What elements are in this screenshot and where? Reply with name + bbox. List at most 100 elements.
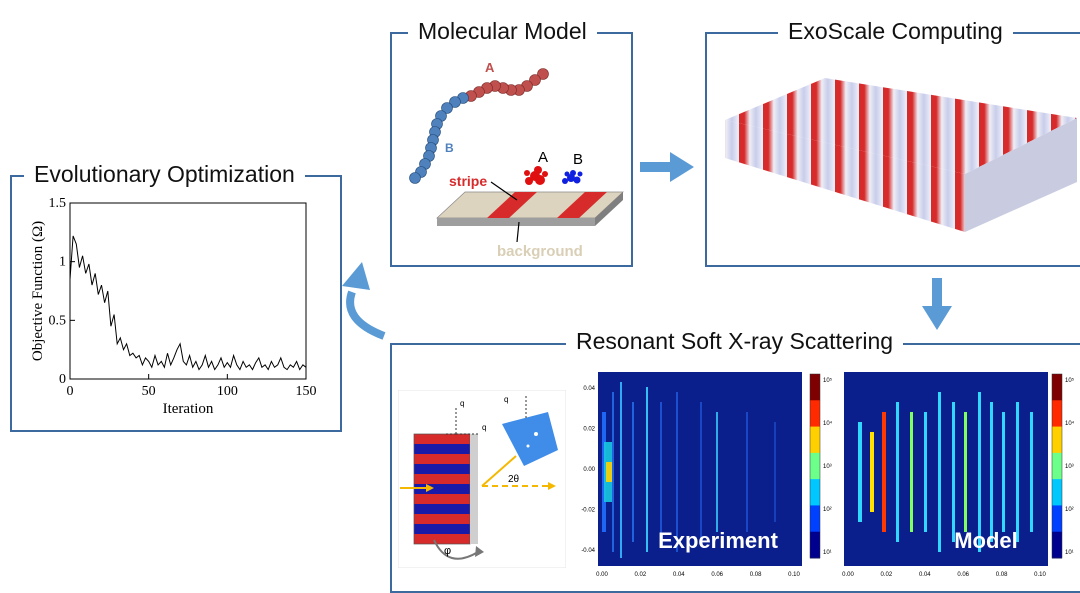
sample-stripe [414, 464, 470, 474]
scattering-geometry: q q φ q 2θ [398, 390, 566, 568]
bead-a-label: A [485, 60, 495, 75]
scattering-peak [676, 392, 678, 552]
chart-xlabel: Iteration [163, 401, 214, 417]
sample-stripe [414, 484, 470, 494]
exoscale-title: ExoScale Computing [778, 16, 1013, 46]
colorbar-segment [1052, 505, 1062, 533]
y-tick-label: 0 [59, 372, 66, 387]
heatmap-x-tick: 0.04 [919, 572, 931, 577]
heatmap-y-tick: -0.02 [581, 508, 595, 514]
scattering-peak [858, 422, 862, 522]
scattering-peak [990, 402, 993, 542]
sample-stripe [414, 444, 470, 454]
bead-a [537, 68, 549, 80]
sample-stripe [414, 474, 470, 484]
heatmap-y-tick: 0.02 [583, 427, 595, 433]
colorbar-tick: 10³ [1065, 464, 1074, 470]
heatmap-x-tick: 0.10 [1034, 572, 1046, 577]
substrate [436, 191, 624, 226]
bead-b [449, 96, 461, 108]
heatmap-x-tick: 0.08 [750, 572, 762, 577]
qz-label: q [504, 395, 508, 404]
heatmap-x-tick: 0.00 [596, 572, 608, 577]
colorbar-segment [1052, 374, 1062, 401]
colorbar-tick: 10⁴ [823, 420, 832, 427]
chart-ylabel: Objective Function (Ω) [30, 221, 46, 361]
scattering-peak [938, 392, 941, 552]
heatmap-x-tick: 0.02 [881, 572, 893, 577]
heatmap-y-tick: 0.00 [583, 467, 595, 473]
scattering-peak [952, 402, 955, 542]
colorbar-segment [1052, 479, 1062, 506]
colorbar-tick: 10⁵ [823, 377, 832, 384]
molecular-model-title: Molecular Model [408, 16, 597, 46]
y-tick-label: 0.5 [49, 313, 67, 328]
colorbar-segment [1052, 400, 1062, 428]
x-tick-label: 0 [67, 384, 74, 399]
background-label: background [497, 243, 583, 260]
scattering-peak [746, 412, 748, 532]
heatmap-x-tick: 0.10 [788, 572, 800, 577]
scattering-peak [1016, 402, 1019, 542]
polymer-blob-b [562, 170, 583, 184]
y-tick-label: 1 [59, 255, 66, 270]
film-side [965, 118, 1077, 232]
scattering-peak [646, 387, 648, 552]
scattering-peak [774, 422, 776, 522]
rsoxs-title: Resonant Soft X-ray Scattering [566, 326, 904, 356]
phi-label: φ [444, 545, 451, 557]
heatmap-x-tick: 0.04 [673, 572, 685, 577]
colorbar-tick: 10² [1065, 507, 1074, 513]
scattering-peak [1002, 412, 1005, 532]
experiment-label: Experiment [658, 528, 778, 553]
blob-b-label: B [573, 151, 583, 168]
bead-b [441, 102, 453, 114]
scattering-peak [910, 412, 913, 532]
down-arrow-icon [922, 278, 952, 330]
scattering-peak [606, 462, 612, 482]
molecule-illustration: A B A B stripe background [409, 60, 624, 260]
colorbar-segment [810, 426, 820, 454]
colorbar-segment [810, 479, 820, 506]
bead-a [529, 74, 541, 86]
series-line [69, 235, 307, 371]
sample-stripe [414, 534, 470, 544]
colorbar-segment [810, 531, 820, 559]
x-tick-label: 50 [142, 384, 156, 399]
x-tick-label: 100 [217, 384, 238, 399]
colorbar-tick: 10¹ [823, 550, 832, 556]
colorbar-tick: 10⁵ [1065, 377, 1075, 384]
colorbar-segment [1052, 531, 1062, 559]
stripe-label: stripe [449, 173, 487, 189]
scattering-peak [660, 402, 662, 542]
film-front [725, 120, 965, 232]
x-tick-label: 150 [296, 384, 317, 399]
colorbar-segment [810, 374, 820, 401]
scattering-peak [924, 412, 927, 532]
sample-stripe [414, 454, 470, 464]
colorbar-tick: 10³ [823, 464, 832, 470]
film-top [725, 78, 1077, 174]
scattering-peak [870, 432, 874, 512]
scattering-peak [632, 402, 634, 542]
scattering-peak [1030, 412, 1033, 532]
y-tick-label: 1.5 [49, 196, 67, 211]
colorbar-segment [810, 452, 820, 480]
sample-stripe [414, 514, 470, 524]
scattering-peak [716, 412, 718, 532]
bead-b-label: B [445, 141, 454, 155]
colorbar-segment [1052, 426, 1062, 454]
polymer-blob-a [524, 166, 548, 185]
sample-stripe [414, 434, 470, 444]
sample-stripe [414, 524, 470, 534]
sample-stripe [414, 504, 470, 514]
heatmap-x-tick: 0.00 [842, 572, 854, 577]
scattering-peak [964, 412, 967, 532]
cycle-arrow-icon [342, 262, 386, 340]
scattering-peak [700, 402, 702, 542]
heatmap-y-tick: -0.04 [581, 548, 595, 554]
colorbar-tick: 10¹ [1065, 550, 1074, 556]
model-label: Model [954, 528, 1018, 553]
right-arrow-icon [640, 152, 694, 182]
